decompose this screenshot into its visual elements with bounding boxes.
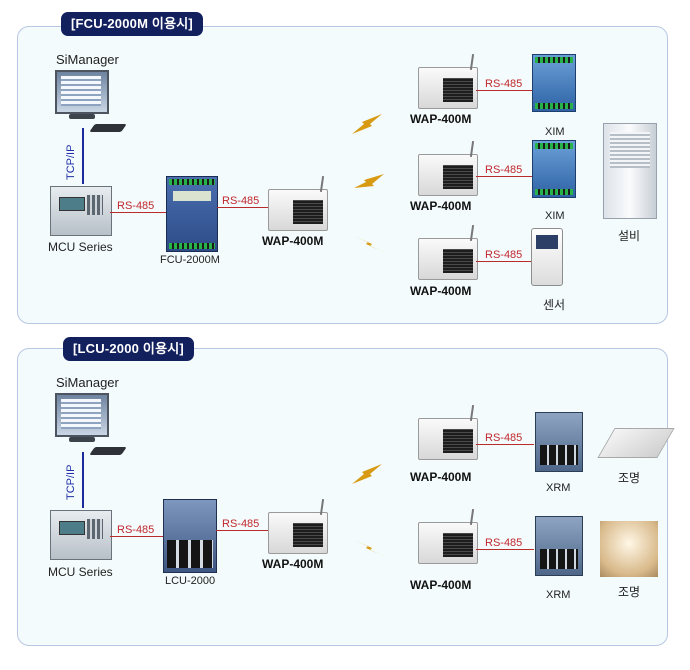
rs485-label: RS-485 — [485, 78, 523, 90]
rs485-line — [216, 530, 268, 531]
wireless-bolt-icon — [354, 174, 384, 188]
remote-wap-label: WAP-400M — [410, 284, 472, 298]
rs485-line — [476, 176, 532, 177]
mcu-label: MCU Series — [48, 240, 113, 254]
remote-wap-label: WAP-400M — [410, 112, 472, 126]
rs485-line — [476, 90, 532, 91]
xrm-icon — [535, 516, 583, 576]
lighting-label: 조명 — [618, 471, 641, 485]
rs485-line — [476, 549, 534, 550]
wap-icon — [418, 140, 478, 196]
mcu-label: MCU Series — [48, 565, 113, 579]
rs485-line — [110, 536, 164, 537]
simanager-label: SiManager — [56, 52, 119, 67]
remote-device-label: 센서 — [543, 298, 566, 312]
wireless-bolt-icon — [352, 114, 382, 134]
keyboard-icon — [89, 124, 127, 132]
wap-icon — [418, 224, 478, 280]
wap-icon — [268, 175, 328, 231]
controller-label: LCU-2000 — [165, 575, 216, 587]
air-conditioner-icon — [603, 123, 657, 219]
remote-device-label: XRM — [546, 589, 571, 601]
tcp-label: TCP/IP — [65, 464, 77, 500]
sensor-icon — [531, 228, 563, 286]
remote-wap-label: WAP-400M — [410, 470, 472, 484]
wap-icon — [418, 53, 478, 109]
lcu-panel-title: [LCU-2000 이용시] — [63, 337, 194, 361]
mcu-icon — [50, 510, 112, 560]
tcp-label: TCP/IP — [65, 144, 77, 180]
monitor-icon — [53, 70, 109, 124]
rs485-line — [110, 212, 166, 213]
mcu-icon — [50, 186, 112, 236]
wap-icon — [418, 404, 478, 460]
lcu-panel — [17, 348, 668, 646]
rs485-label: RS-485 — [485, 249, 523, 261]
remote-device-label: XRM — [546, 482, 571, 494]
simanager-label: SiManager — [56, 375, 119, 390]
controller-icon — [163, 499, 217, 573]
remote-wap-label: WAP-400M — [410, 578, 472, 592]
monitor-icon — [53, 393, 109, 447]
remote-wap-label: WAP-400M — [410, 199, 472, 213]
wireless-bolt-icon — [352, 464, 382, 484]
hub-wap-label: WAP-400M — [262, 557, 324, 571]
rs485-label: RS-485 — [222, 518, 260, 530]
xim-icon — [532, 140, 576, 198]
rs485-label: RS-485 — [485, 164, 523, 176]
keyboard-icon — [89, 447, 127, 455]
wap-icon — [418, 508, 478, 564]
rs485-label: RS-485 — [222, 195, 260, 207]
rs485-label: RS-485 — [485, 537, 523, 549]
rs485-label: RS-485 — [117, 200, 155, 212]
controller-icon — [166, 176, 218, 252]
tcp-line — [82, 452, 84, 508]
remote-device-label: XIM — [545, 210, 565, 222]
xim-icon — [532, 54, 576, 112]
rs485-line — [217, 207, 269, 208]
remote-device-label: XIM — [545, 126, 565, 138]
wireless-bolt-icon — [354, 540, 384, 556]
xrm-icon — [535, 412, 583, 472]
wap-icon — [268, 498, 328, 554]
rs485-label: RS-485 — [117, 524, 155, 536]
tcp-line — [82, 128, 84, 184]
fcu-panel-title: [FCU-2000M 이용시] — [61, 12, 203, 36]
controller-label: FCU-2000M — [160, 254, 220, 266]
wireless-bolt-icon — [354, 236, 384, 252]
equipment-label: 설비 — [618, 229, 641, 243]
rs485-line — [476, 444, 534, 445]
rs485-line — [476, 261, 532, 262]
rs485-label: RS-485 — [485, 432, 523, 444]
lighting-label: 조명 — [618, 585, 641, 599]
ceiling-light-icon — [600, 521, 658, 577]
hub-wap-label: WAP-400M — [262, 234, 324, 248]
